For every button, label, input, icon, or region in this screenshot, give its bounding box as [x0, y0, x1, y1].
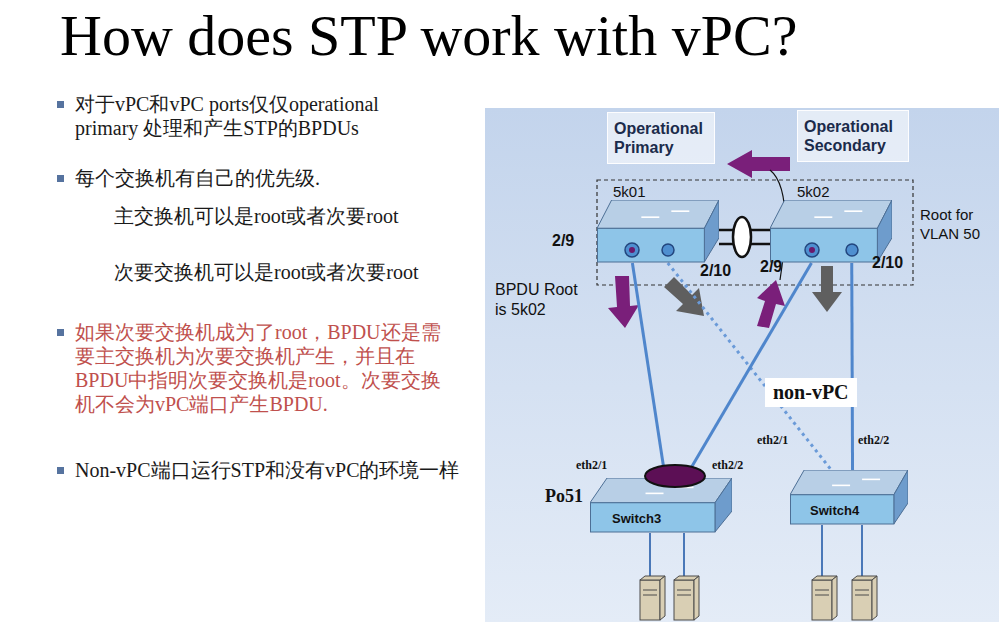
bullet-marker — [57, 101, 64, 108]
bullet-text: 次要交换机可以是root或者次要root — [98, 260, 438, 284]
bullet-marker — [57, 175, 64, 182]
link-line — [719, 243, 770, 246]
bpdu-arrow — [757, 280, 785, 328]
switch-top-face — [790, 470, 908, 495]
traffic-arrow — [664, 277, 704, 316]
access-switch: Switch3 — [590, 478, 732, 533]
traffic-arrow — [812, 266, 842, 312]
switch-icon — [770, 200, 892, 263]
bullet-text: 对于vPC和vPC ports仅仅operational primary 处理和… — [75, 92, 425, 140]
port-dot — [846, 244, 858, 256]
link-line — [685, 263, 811, 478]
peer-link-oval — [733, 217, 751, 257]
switch-symbol-stroke — [676, 487, 694, 489]
switch-name: Switch3 — [612, 511, 732, 527]
port-dots — [625, 243, 858, 257]
vpc-link — [685, 263, 811, 478]
switch-front-face — [598, 228, 705, 262]
switch-name: Switch4 — [810, 503, 908, 519]
switch-symbol-stroke — [671, 210, 689, 212]
switch-side-face — [715, 478, 732, 532]
role-text: Operational Secondary — [804, 117, 902, 155]
server-icon — [674, 576, 699, 620]
port-dot-center — [629, 247, 635, 253]
vpc-domain-box — [597, 180, 913, 285]
bullet-marker — [57, 329, 64, 336]
server-link — [683, 533, 685, 580]
access-switch: Switch4 — [790, 470, 908, 525]
role-text: Operational Primary — [614, 119, 708, 157]
server-links — [650, 525, 862, 580]
server-icon — [812, 576, 837, 620]
switch-symbol-stroke — [844, 210, 862, 212]
bullet-text: 如果次要交换机成为了root，BPDU还是需要主交换机为次要交换机产生，并且在B… — [75, 320, 447, 416]
server-link — [649, 533, 651, 580]
server-link — [821, 525, 823, 580]
nexus-switch: 5k02 — [770, 183, 892, 263]
interface-label: eth2/1 — [757, 433, 788, 448]
server-icon — [852, 576, 877, 620]
switch-top-face — [770, 200, 892, 228]
port-dot — [662, 244, 674, 256]
port-dot-center — [809, 247, 815, 253]
link-line — [719, 229, 770, 232]
switch-symbol-stroke — [814, 216, 832, 218]
nexus-switch: 5k01 — [597, 183, 719, 263]
port-label: 2/10 — [872, 254, 903, 272]
servers — [640, 576, 877, 620]
switch-side-face — [877, 200, 892, 262]
interface-label: eth2/2 — [712, 458, 743, 473]
slide-title: How does STP work with vPC? — [60, 2, 797, 69]
switch-name: 5k02 — [797, 183, 892, 201]
switch-top-face — [590, 478, 732, 503]
port-label: 2/9 — [552, 232, 574, 250]
server-icon — [640, 576, 665, 620]
port-channel-oval — [645, 465, 705, 487]
bullet-text: 主交换机可以是root或者次要root — [98, 204, 438, 228]
link-type-label: non-vPC — [765, 378, 857, 407]
port-label: 2/9 — [760, 258, 782, 276]
switch-name: 5k01 — [613, 183, 719, 201]
link-line — [850, 263, 854, 470]
port-channel-label: Po51 — [545, 486, 583, 507]
bullet-marker — [57, 467, 64, 474]
server-link — [861, 525, 863, 580]
bullet-text: Non-vPC端口运行STP和没有vPC的环境一样 — [75, 458, 460, 482]
peer-link — [719, 230, 770, 244]
link-line — [632, 263, 665, 478]
switch-top-face — [597, 200, 719, 228]
diagram-panel — [485, 108, 999, 622]
switch-front-face — [771, 228, 878, 262]
bpdu-arrow — [727, 150, 790, 178]
switch-symbol-stroke — [641, 216, 659, 218]
role-box: Operational Secondary — [797, 110, 909, 162]
port-dot — [625, 243, 639, 257]
switch-symbol-stroke — [832, 485, 850, 487]
interface-label: eth2/2 — [858, 433, 889, 448]
switch-side-face — [894, 470, 908, 524]
interface-label: eth2/1 — [576, 458, 607, 473]
vpc-link — [632, 263, 665, 478]
bullet-text: 每个交换机有自己的优先级. — [75, 166, 455, 190]
role-box: Operational Primary — [607, 112, 715, 164]
switch-symbol-stroke — [646, 493, 664, 495]
bpdu-note: BPDU Root is 5k02 — [495, 280, 587, 320]
vpc-link — [851, 263, 853, 470]
port-dot — [805, 243, 819, 257]
port-label: 2/10 — [700, 262, 731, 280]
switch-icon — [597, 200, 719, 263]
root-note: Root for VLAN 50 — [920, 206, 996, 244]
switch-side-face — [704, 200, 719, 262]
switch-symbol-stroke — [862, 479, 880, 481]
